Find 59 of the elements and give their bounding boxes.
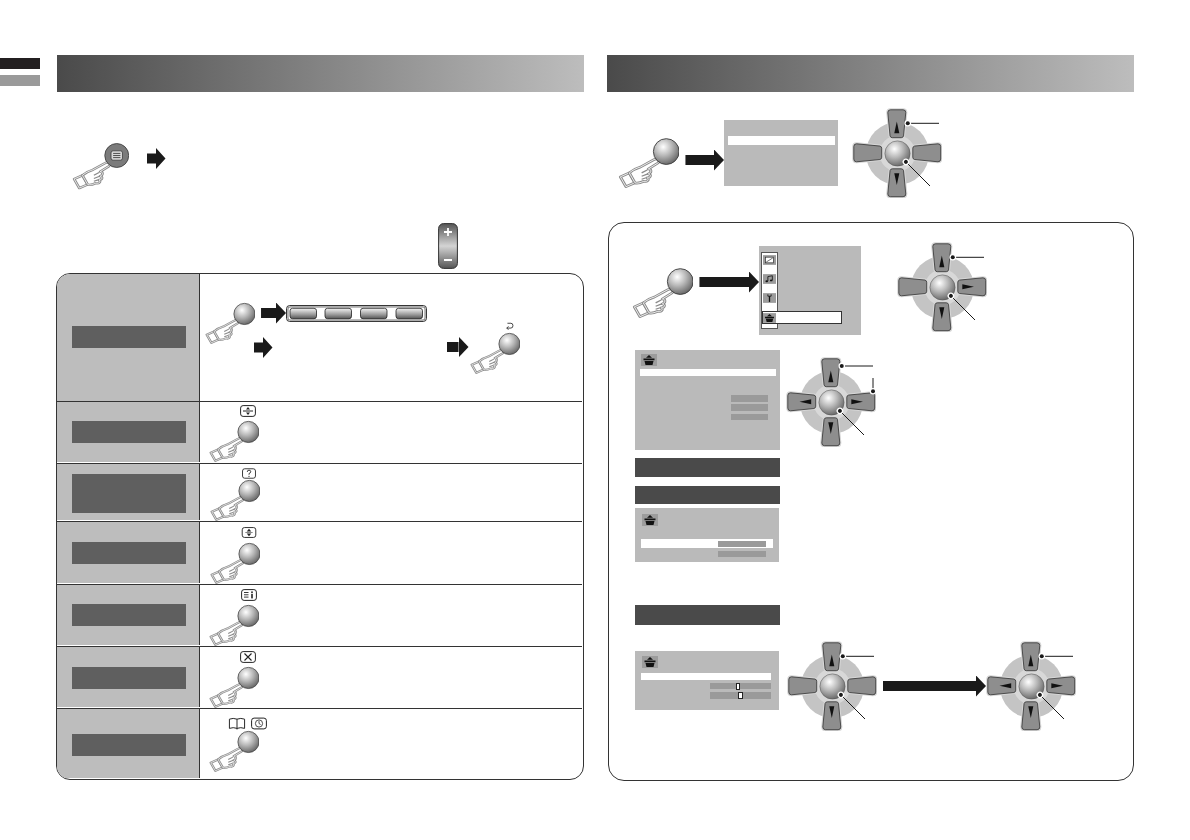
label-bar [72,604,186,626]
center-button [884,140,910,166]
leader-line [836,407,865,436]
label-bar [72,421,186,443]
right-arrow-key [1044,675,1076,697]
center-button [929,274,955,300]
left-arrow-key [786,391,818,413]
left-arrow-key [787,675,819,697]
right-arrow-key [955,276,987,298]
up-arrow-key [886,108,908,140]
arrow [447,336,469,358]
down-arrow-key [931,300,953,332]
heading-bar [635,458,780,477]
label-bar [72,542,186,564]
leader-line [949,254,985,261]
leader-line [1038,653,1074,660]
center-button [819,673,845,699]
label-bar [72,326,186,348]
up-arrow-key [1020,641,1042,673]
menu-screen [759,246,861,335]
leader-line [839,653,875,660]
arrow [685,149,724,171]
heading-bar [635,605,780,625]
right-arrow-key [910,142,942,164]
arrow [883,675,986,697]
leader-line [947,292,976,321]
hand-press-icon [468,332,521,375]
hand-press-icon [616,137,680,189]
right-arrow-key [845,675,877,697]
down-arrow-key [1020,699,1042,731]
label-bar [72,733,186,756]
hand-press-icon [203,302,256,345]
center-button [1018,673,1044,699]
leader-line [902,158,931,187]
hand-press-icon [71,142,130,191]
heading-bar [635,486,780,504]
leader-line [838,362,874,370]
leader-line [904,120,940,127]
remote-button-strip [286,305,427,322]
label-bar [72,473,186,513]
down-arrow-key [886,166,908,198]
down-arrow-key [821,699,843,731]
left-arrow-key [897,276,929,298]
right-arrow-key [844,391,876,413]
left-arrow-key [852,142,884,164]
leader-line [837,691,866,720]
arrow [261,302,286,324]
up-arrow-key [820,357,842,389]
up-arrow-key [931,242,953,274]
up-arrow-key [821,641,843,673]
arrow [699,271,759,293]
down-arrow-key [820,415,842,447]
label-bar [72,666,186,689]
left-arrow-key [986,675,1018,697]
hand-press-icon [630,267,694,319]
center-button [818,389,844,415]
leader-line [869,377,877,395]
leader-line [1036,691,1065,720]
menu-screen [724,120,838,186]
